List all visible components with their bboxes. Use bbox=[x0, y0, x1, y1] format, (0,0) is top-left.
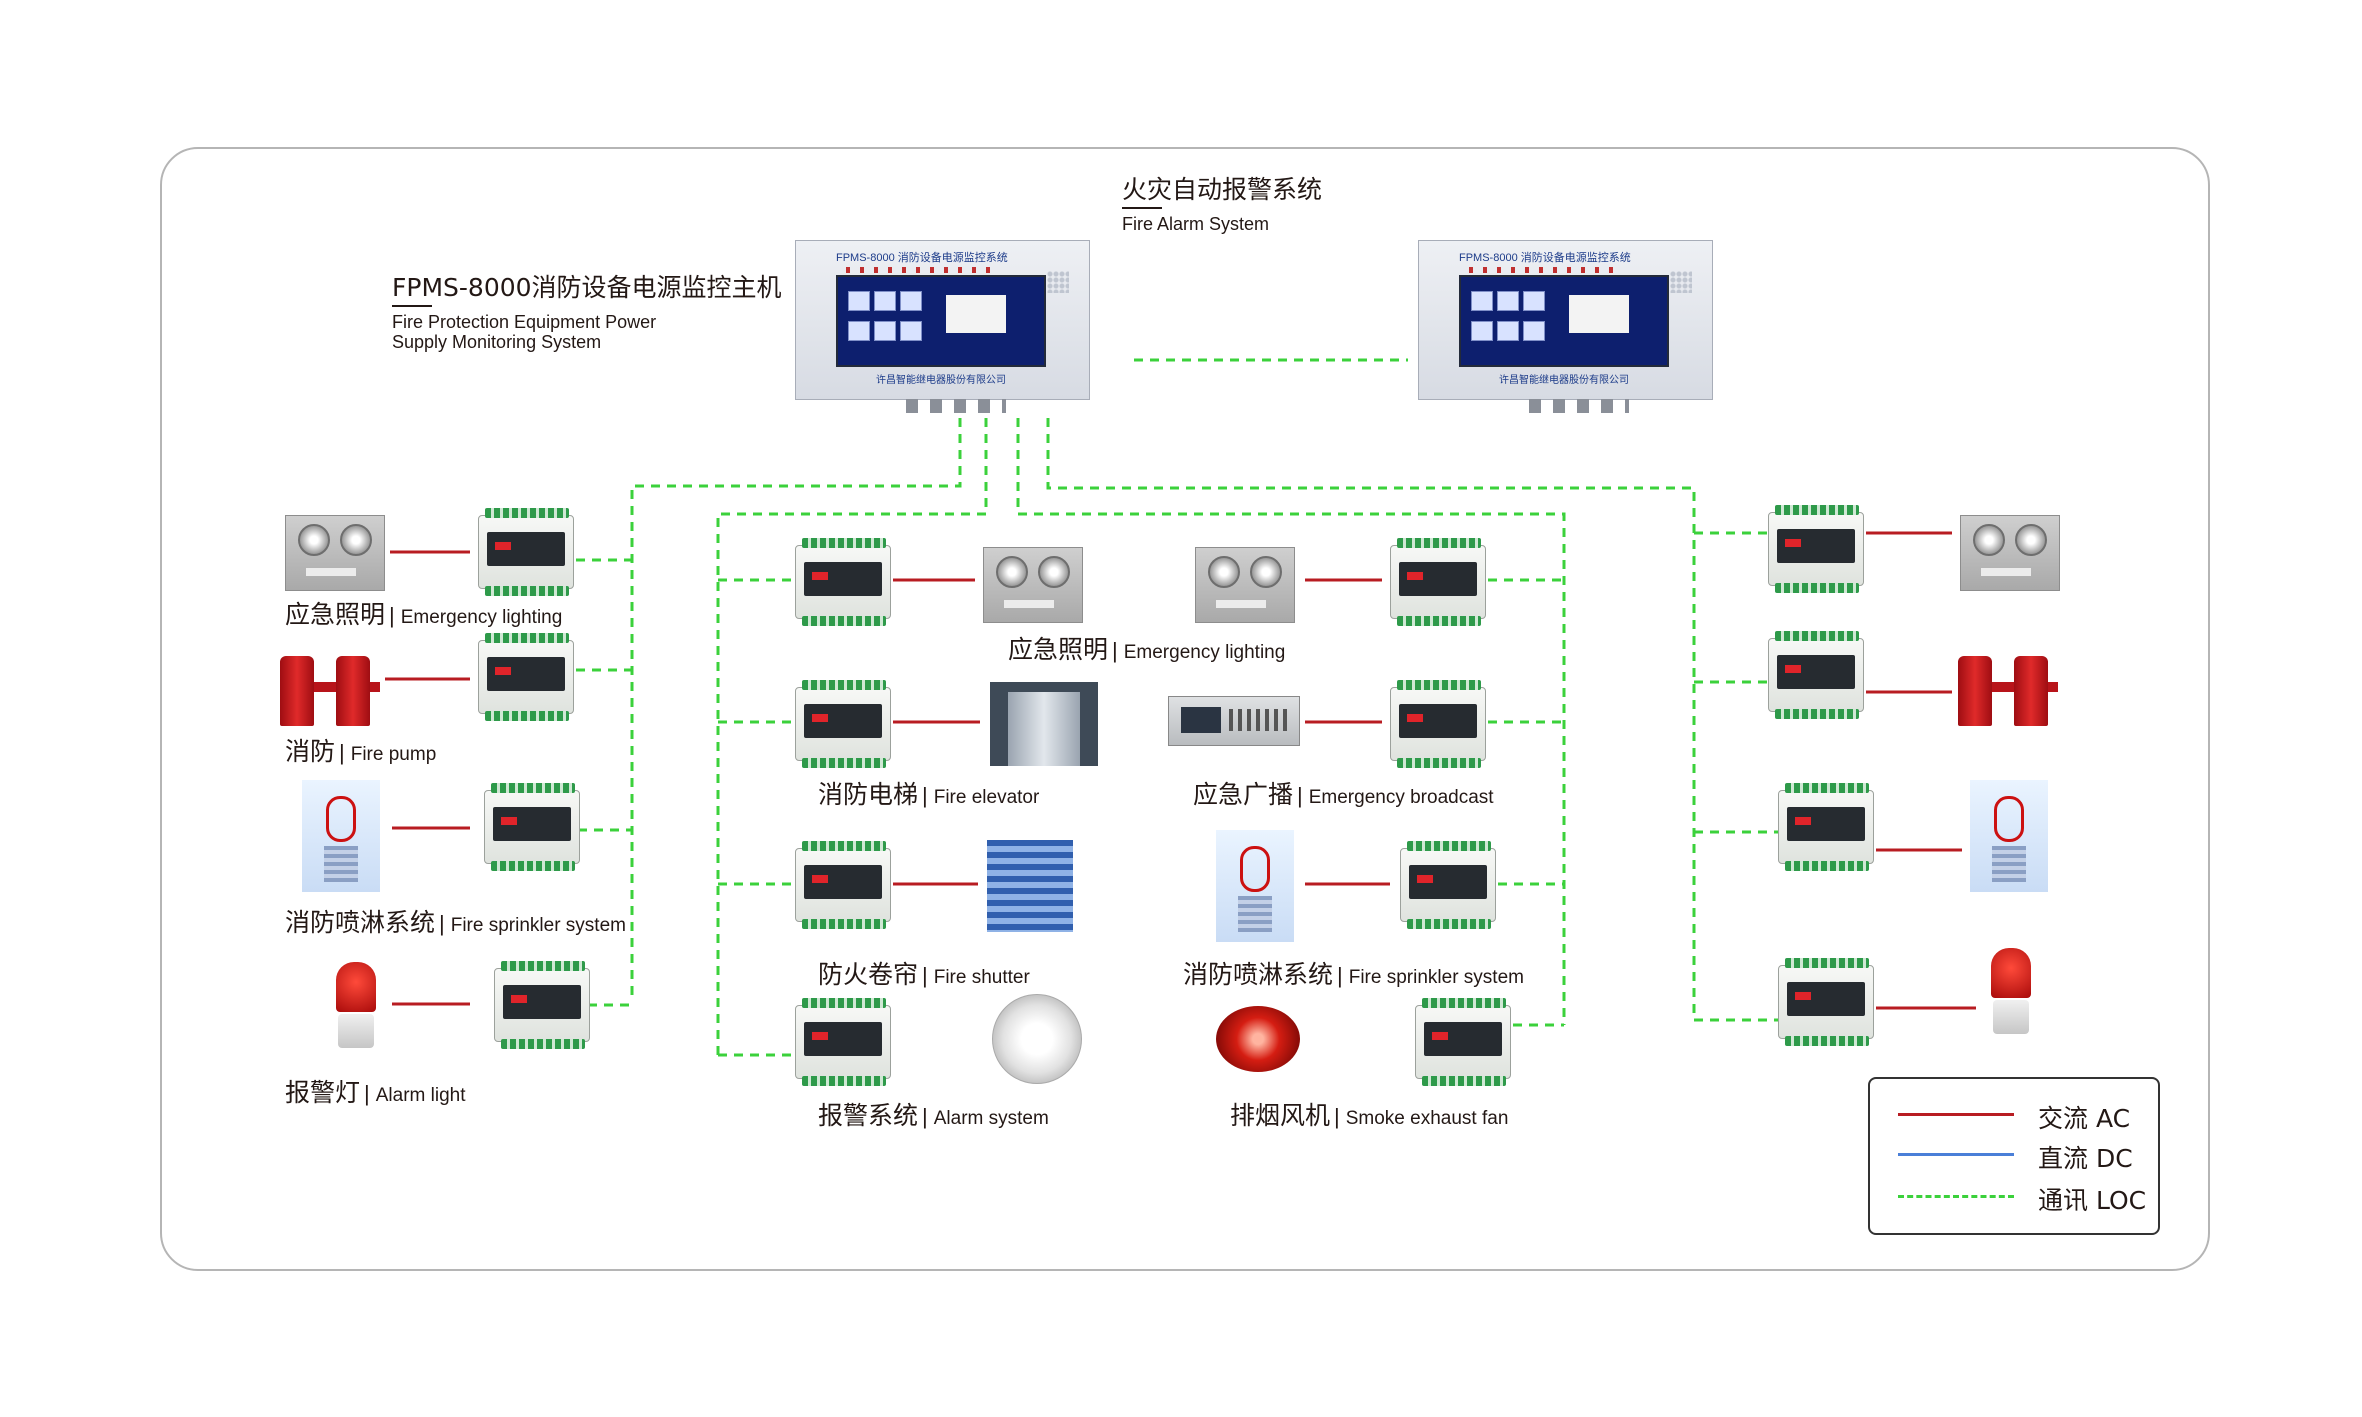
screen-tile-icon bbox=[1471, 291, 1493, 311]
loc-bus-right bbox=[1046, 418, 1696, 1020]
legend-dc: 直流 DC bbox=[1898, 1139, 2148, 1173]
ac-power-lines bbox=[385, 531, 1976, 1010]
fire-pump-icon bbox=[280, 652, 380, 726]
title-underline bbox=[1122, 207, 1162, 209]
smoke-exhaust-fan-icon bbox=[1216, 1000, 1308, 1078]
emergency-broadcast-icon bbox=[1168, 696, 1300, 746]
host-brand: FPMS-8000 消防设备电源监控系统 bbox=[1459, 252, 1631, 264]
printer-display bbox=[946, 295, 1006, 333]
host-company: 许昌智能继电器股份有限公司 bbox=[1499, 375, 1629, 386]
screen-tile-icon bbox=[1497, 321, 1519, 341]
diagram-frame bbox=[160, 147, 2210, 1271]
label-alarm-light: 报警灯|Alarm light bbox=[285, 1078, 466, 1107]
screen-tile-icon bbox=[900, 321, 922, 341]
legend-loc-label: 通讯 LOC bbox=[2038, 1186, 2147, 1215]
monitoring-module bbox=[795, 538, 891, 626]
monitoring-module bbox=[1390, 538, 1486, 626]
legend: 交流 AC 直流 DC 通讯 LOC bbox=[1868, 1077, 2160, 1235]
label-emergency-broadcast: 应急广播|Emergency broadcast bbox=[1193, 780, 1494, 809]
host-screen bbox=[836, 275, 1046, 367]
host-company: 许昌智能继电器股份有限公司 bbox=[876, 375, 1006, 386]
host-screen bbox=[1459, 275, 1669, 367]
screen-tile-icon bbox=[1523, 321, 1545, 341]
loc-bus-center-left bbox=[716, 418, 988, 1055]
monitoring-module bbox=[795, 841, 891, 929]
monitoring-module bbox=[795, 998, 891, 1086]
legend-ac-swatch bbox=[1898, 1113, 2014, 1116]
speaker-vent-icon bbox=[1670, 271, 1692, 293]
fire-shutter-icon bbox=[987, 840, 1073, 932]
host-title-underline bbox=[392, 305, 432, 307]
monitoring-module bbox=[494, 961, 590, 1049]
host-brand: FPMS-8000 消防设备电源监控系统 bbox=[836, 252, 1008, 264]
loc-bus-left bbox=[630, 418, 962, 1002]
sprinkler-icon bbox=[1216, 830, 1294, 942]
host-leds bbox=[1469, 267, 1619, 273]
host-title: FPMS-8000消防设备电源监控主机 bbox=[392, 273, 782, 302]
speaker-vent-icon bbox=[1047, 271, 1069, 293]
screen-tile-icon bbox=[848, 291, 870, 311]
monitoring-module bbox=[1768, 505, 1864, 593]
label-fire-shutter: 防火卷帘|Fire shutter bbox=[818, 960, 1030, 989]
sprinkler-icon bbox=[302, 780, 380, 892]
monitoring-module bbox=[1400, 841, 1496, 929]
label-fire-sprinkler: 消防喷淋系统|Fire sprinkler system bbox=[285, 908, 626, 937]
emergency-light-icon bbox=[285, 515, 385, 591]
emergency-light-icon bbox=[1960, 515, 2060, 591]
alarm-light-icon bbox=[1985, 948, 2037, 1038]
emergency-light-icon bbox=[1195, 547, 1295, 623]
legend-loc-swatch bbox=[1898, 1195, 2014, 1198]
fire-elevator-icon bbox=[990, 682, 1098, 766]
host-leds bbox=[846, 267, 996, 273]
monitoring-module bbox=[795, 680, 891, 768]
screen-tile-icon bbox=[1471, 321, 1493, 341]
label-smoke-exhaust-fan: 排烟风机|Smoke exhaust fan bbox=[1230, 1101, 1509, 1130]
host-controller-main: FPMS-8000 消防设备电源监控系统 许昌智能继电器股份有限公司 bbox=[795, 240, 1090, 413]
legend-ac: 交流 AC bbox=[1898, 1099, 2148, 1133]
monitoring-module bbox=[478, 633, 574, 721]
label-fire-elevator: 消防电梯|Fire elevator bbox=[818, 780, 1040, 809]
label-emergency-lighting: 应急照明|Emergency lighting bbox=[285, 600, 563, 629]
host-subtitle-2: Supply Monitoring System bbox=[392, 332, 602, 352]
host-ports bbox=[1529, 399, 1629, 413]
legend-dc-label: 直流 DC bbox=[2038, 1144, 2133, 1173]
monitoring-module bbox=[1778, 783, 1874, 871]
label-emergency-lighting-center: 应急照明|Emergency lighting bbox=[1008, 635, 1286, 664]
smoke-detector-icon bbox=[992, 994, 1082, 1084]
monitoring-module bbox=[1415, 998, 1511, 1086]
sprinkler-icon bbox=[1970, 780, 2048, 892]
legend-dc-swatch bbox=[1898, 1153, 2014, 1156]
screen-tile-icon bbox=[1497, 291, 1519, 311]
alarm-light-icon bbox=[330, 962, 382, 1052]
label-fire-pump: 消防|Fire pump bbox=[285, 737, 437, 766]
label-fire-sprinkler-center: 消防喷淋系统|Fire sprinkler system bbox=[1183, 960, 1524, 989]
monitoring-module bbox=[1768, 631, 1864, 719]
fire-alarm-title-cn: 火灾自动报警系统 bbox=[1122, 175, 1323, 204]
screen-tile-icon bbox=[848, 321, 870, 341]
host-ports bbox=[906, 399, 1006, 413]
screen-tile-icon bbox=[1523, 291, 1545, 311]
monitoring-module bbox=[478, 508, 574, 596]
fire-pump-icon bbox=[1958, 652, 2058, 726]
fire-alarm-title-en: Fire Alarm System bbox=[1122, 214, 1270, 234]
legend-loc: 通讯 LOC bbox=[1898, 1181, 2148, 1215]
host-controller-secondary: FPMS-8000 消防设备电源监控系统 许昌智能继电器股份有限公司 bbox=[1418, 240, 1713, 413]
screen-tile-icon bbox=[874, 291, 896, 311]
printer-display bbox=[1569, 295, 1629, 333]
communication-lines bbox=[560, 358, 1778, 1057]
monitoring-module bbox=[484, 783, 580, 871]
emergency-light-icon bbox=[983, 547, 1083, 623]
monitoring-module bbox=[1778, 958, 1874, 1046]
screen-tile-icon bbox=[900, 291, 922, 311]
screen-tile-icon bbox=[874, 321, 896, 341]
label-alarm-system: 报警系统|Alarm system bbox=[818, 1101, 1049, 1130]
host-subtitle-1: Fire Protection Equipment Power bbox=[392, 312, 657, 332]
monitoring-module bbox=[1390, 680, 1486, 768]
legend-ac-label: 交流 AC bbox=[2038, 1104, 2131, 1133]
loc-bus-center-right bbox=[1016, 418, 1566, 1025]
